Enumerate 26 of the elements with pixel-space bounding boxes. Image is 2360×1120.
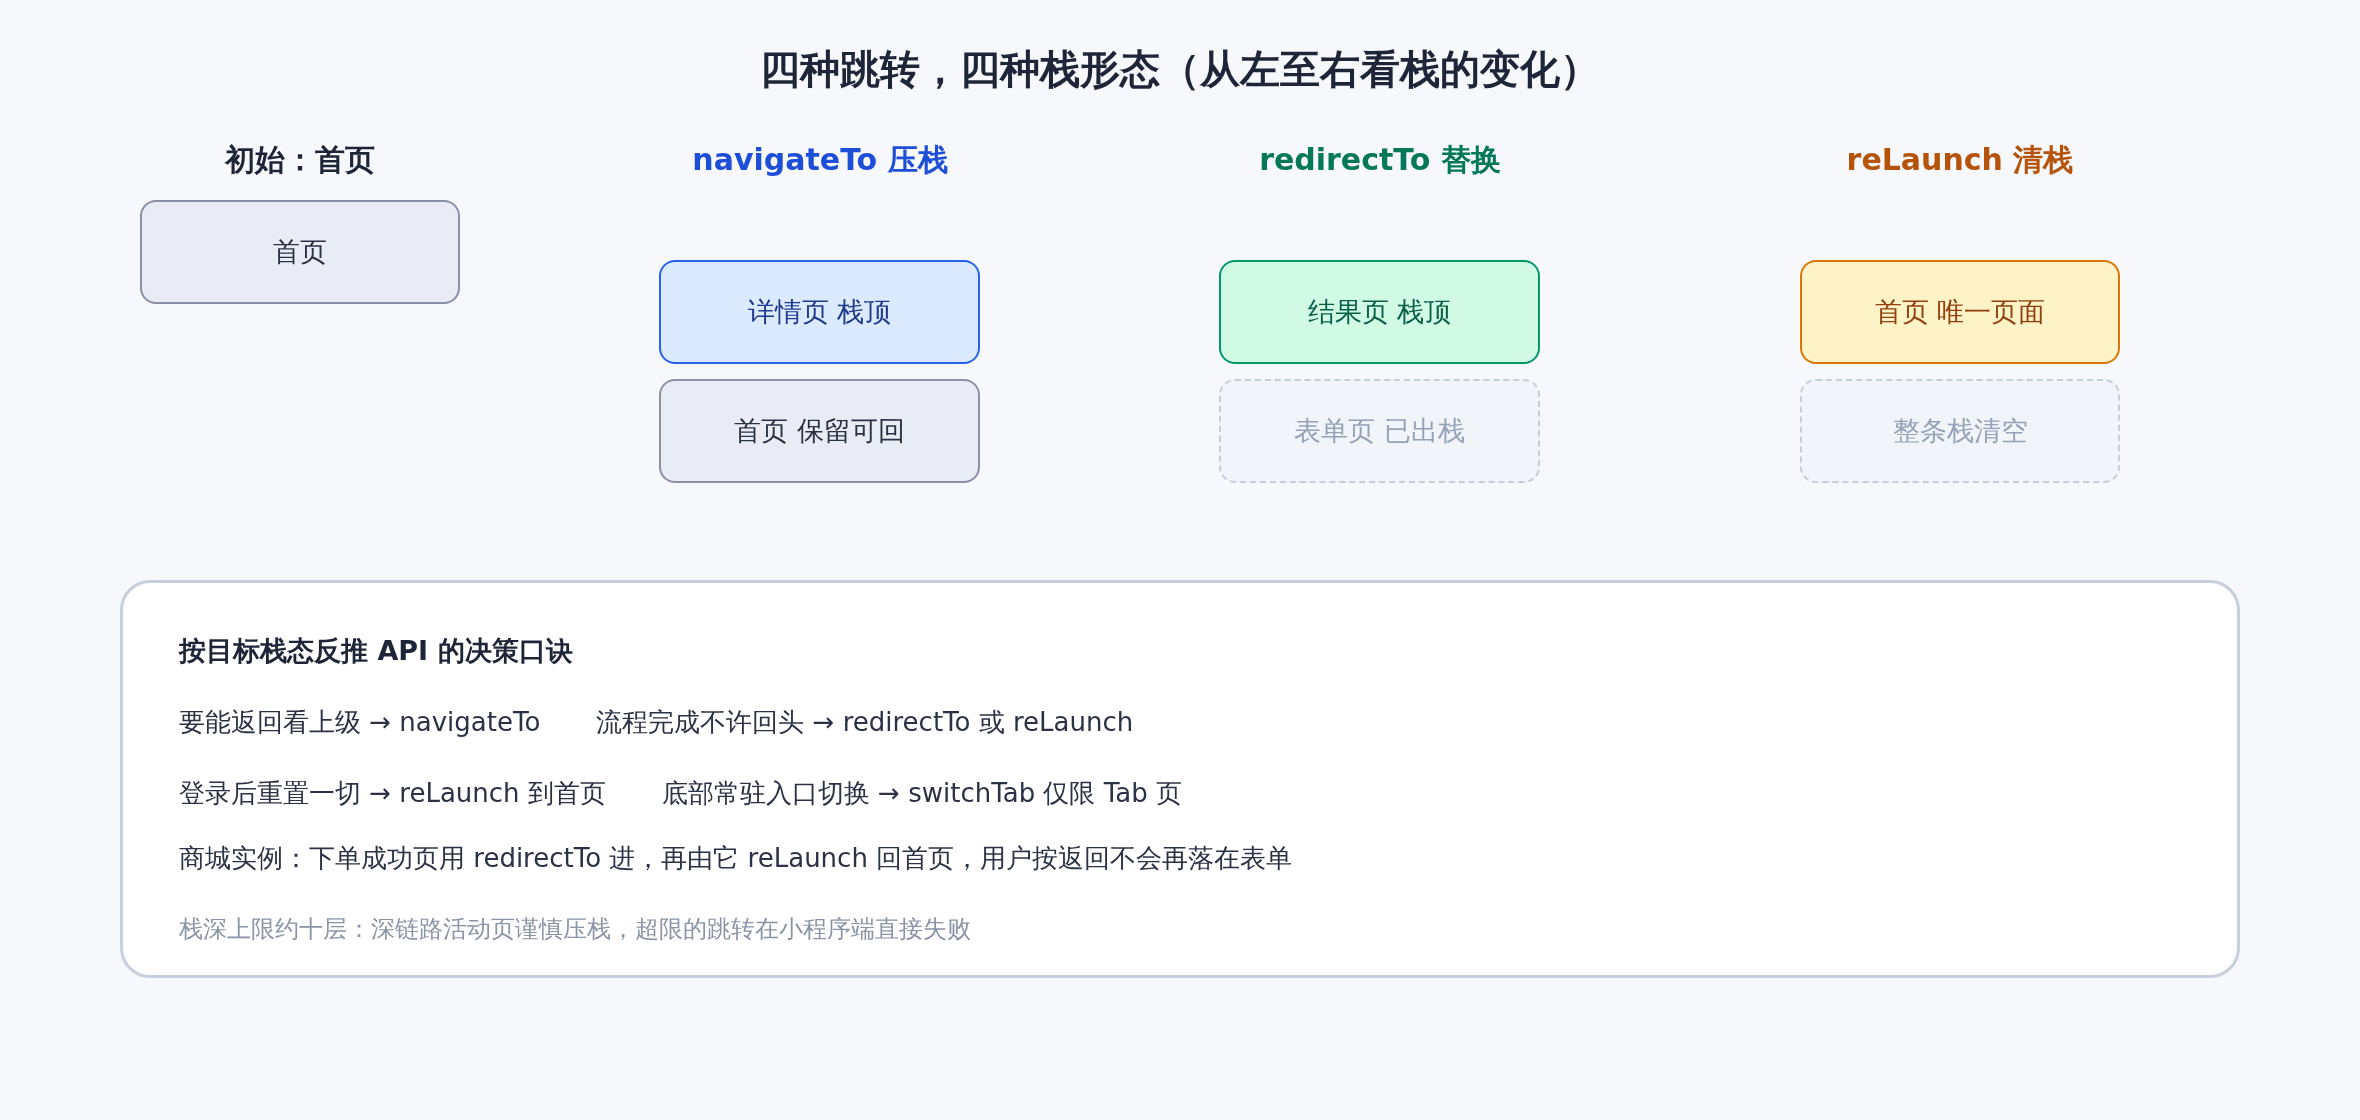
page-name: 结果页 栈顶 xyxy=(1307,295,1452,329)
note-text: 栈深上限约十层：深链路活动页谨慎压栈，超限的跳转在小程序端直接失败 xyxy=(179,914,971,945)
rule-text: 底部常驻入口切换 → switchTab 仅限 Tab 页 xyxy=(661,777,1182,810)
page-name: 首页 xyxy=(273,235,327,269)
stack-frame xyxy=(1800,260,2120,364)
page-name: 首页 唯一页面 xyxy=(1874,295,2046,329)
rule-text: 商城实例：下单成功页用 redirectTo 进，再由它 reLaunch 回首页，用户按返回不会再落在表单 xyxy=(179,842,1293,875)
column-heading: redirectTo 替换 xyxy=(1259,142,1501,177)
stack-frame xyxy=(140,200,460,304)
rule-text: 流程完成不许回头 → redirectTo 或 reLaunch xyxy=(596,706,1134,739)
diagram-title: 四种跳转，四种栈形态（从左至右看栈的变化） xyxy=(760,46,1600,92)
stack-frame xyxy=(1219,260,1540,364)
rule-text: 登录后重置一切 → reLaunch 到首页 xyxy=(179,777,606,810)
panel-heading: 按目标栈态反推 API 的决策口诀 xyxy=(179,634,573,668)
page-name: 首页 保留可回 xyxy=(734,414,905,448)
note-panel xyxy=(120,580,2240,978)
stack-frame xyxy=(659,260,980,364)
rule-text: 要能返回看上级 → navigateTo xyxy=(179,706,541,739)
page-name: 表单页 已出栈 xyxy=(1294,414,1465,448)
column-heading: reLaunch 清栈 xyxy=(1846,142,2074,177)
page-name: 详情页 栈顶 xyxy=(747,295,892,329)
removed-stack-frame xyxy=(1219,379,1540,483)
column-heading: navigateTo 压栈 xyxy=(692,142,948,177)
stack-frame xyxy=(659,379,980,483)
removed-stack-frame xyxy=(1800,379,2120,483)
page-name: 整条栈清空 xyxy=(1892,414,2028,448)
